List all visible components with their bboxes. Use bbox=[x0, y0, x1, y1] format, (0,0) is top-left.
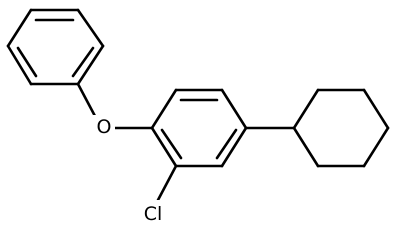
bond bbox=[156, 164, 178, 202]
bond bbox=[76, 44, 105, 86]
bond bbox=[220, 88, 248, 130]
bond bbox=[362, 88, 390, 130]
oxygen-atom: O bbox=[93, 115, 115, 139]
central-ring bbox=[150, 88, 248, 168]
chlorine-substituent bbox=[156, 164, 178, 202]
oxygen-label: O bbox=[97, 116, 112, 138]
bond bbox=[362, 126, 390, 168]
phenyl-ring bbox=[6, 8, 105, 86]
double-bond-inner bbox=[16, 46, 38, 78]
bond bbox=[76, 8, 105, 48]
bond bbox=[6, 44, 33, 86]
bond bbox=[76, 82, 98, 120]
double-bond-inner bbox=[160, 128, 183, 160]
bond bbox=[6, 8, 33, 48]
bond bbox=[150, 126, 178, 168]
chemical-structure-diagram: O Cl bbox=[6, 8, 390, 228]
double-bond-inner bbox=[215, 128, 238, 160]
chlorine-label: Cl bbox=[144, 203, 163, 225]
bond bbox=[292, 88, 320, 130]
double-bond-inner bbox=[71, 46, 95, 78]
bond bbox=[150, 88, 178, 130]
bond bbox=[292, 126, 320, 168]
bond bbox=[220, 126, 248, 168]
chlorine-atom: Cl bbox=[137, 200, 171, 228]
ether-linkage bbox=[76, 82, 154, 130]
cyclohexyl-ring bbox=[292, 88, 390, 168]
